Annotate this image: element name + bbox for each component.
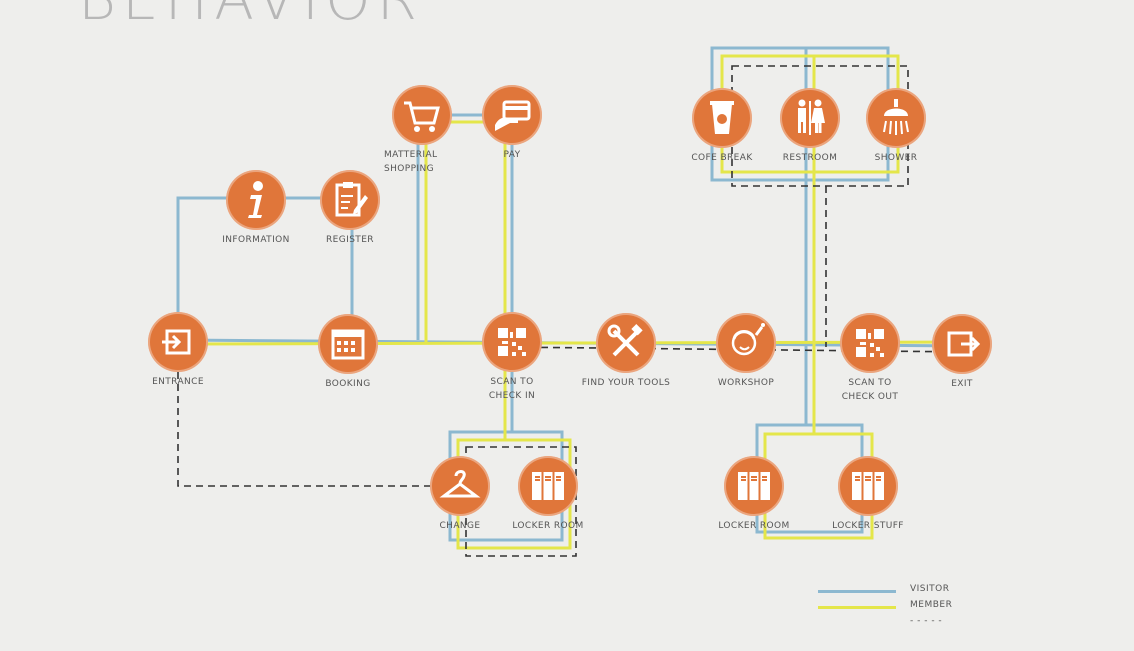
clipboard-icon [320, 170, 380, 230]
node-label: REGISTER [326, 235, 374, 245]
credit-card-icon [482, 85, 542, 145]
node-label: SHOWER [874, 153, 918, 163]
dashed-path-locker-left [465, 446, 577, 557]
node-label: ENTRANCE [152, 377, 204, 387]
node-label: LOCKER ROOM [718, 521, 790, 531]
dashed-path-amenity [731, 65, 909, 347]
legend-member: MEMBER [818, 600, 978, 614]
dashed-path-entrance-change [177, 372, 450, 487]
visitor-path-shop [416, 113, 514, 340]
locker-icon [838, 456, 898, 516]
member-path-shop [424, 120, 507, 344]
qr-code-icon [482, 312, 542, 372]
legend-visitor-swatch [818, 590, 896, 593]
locker-icon [724, 456, 784, 516]
node-label: BOOKING [325, 379, 371, 389]
coffee-cup-icon [692, 88, 752, 148]
node-label: EXIT [951, 379, 973, 389]
member-path-main [185, 340, 969, 346]
node-label: MATTERIAL SHOPPING [384, 150, 438, 174]
node-label: SCAN TO CHECK OUT [841, 378, 899, 402]
node-label: FIND YOUR TOOLS [581, 378, 671, 388]
info-icon [226, 170, 286, 230]
legend-visitor: VISITOR [818, 584, 978, 598]
locker-icon [518, 456, 578, 516]
worker-icon [716, 313, 776, 373]
node-label: LOCKER STUFF [832, 521, 904, 531]
hanger-icon [430, 456, 490, 516]
node-label: COFE BREAK [691, 153, 753, 163]
qr-code-icon [840, 313, 900, 373]
shower-icon [866, 88, 926, 148]
node-label: WORKSHOP [717, 378, 775, 388]
node-label: RESTROOM [782, 153, 838, 163]
node-label: LOCKER ROOM [512, 521, 584, 531]
legend-dashed: - - - - - [818, 616, 978, 630]
node-label: CHANGE [439, 521, 481, 531]
legend-member-label: MEMBER [910, 600, 953, 610]
legend: VISITOR MEMBER - - - - - [818, 584, 978, 634]
legend-visitor-label: VISITOR [910, 584, 950, 594]
restroom-icon [780, 88, 840, 148]
node-label: PAY [503, 150, 521, 160]
calendar-icon [318, 314, 378, 374]
tools-icon [596, 313, 656, 373]
legend-dashed-label: - - - - - [910, 616, 943, 626]
node-label: SCAN TO CHECK IN [488, 377, 536, 401]
exit-icon [932, 314, 992, 374]
node-label: INFORMATION [222, 235, 290, 245]
cart-icon [392, 85, 452, 145]
page-title: BEHAVIOR [78, 0, 423, 28]
enter-icon [148, 312, 208, 372]
member-path-locker-left [456, 344, 572, 550]
legend-member-swatch [818, 606, 896, 609]
